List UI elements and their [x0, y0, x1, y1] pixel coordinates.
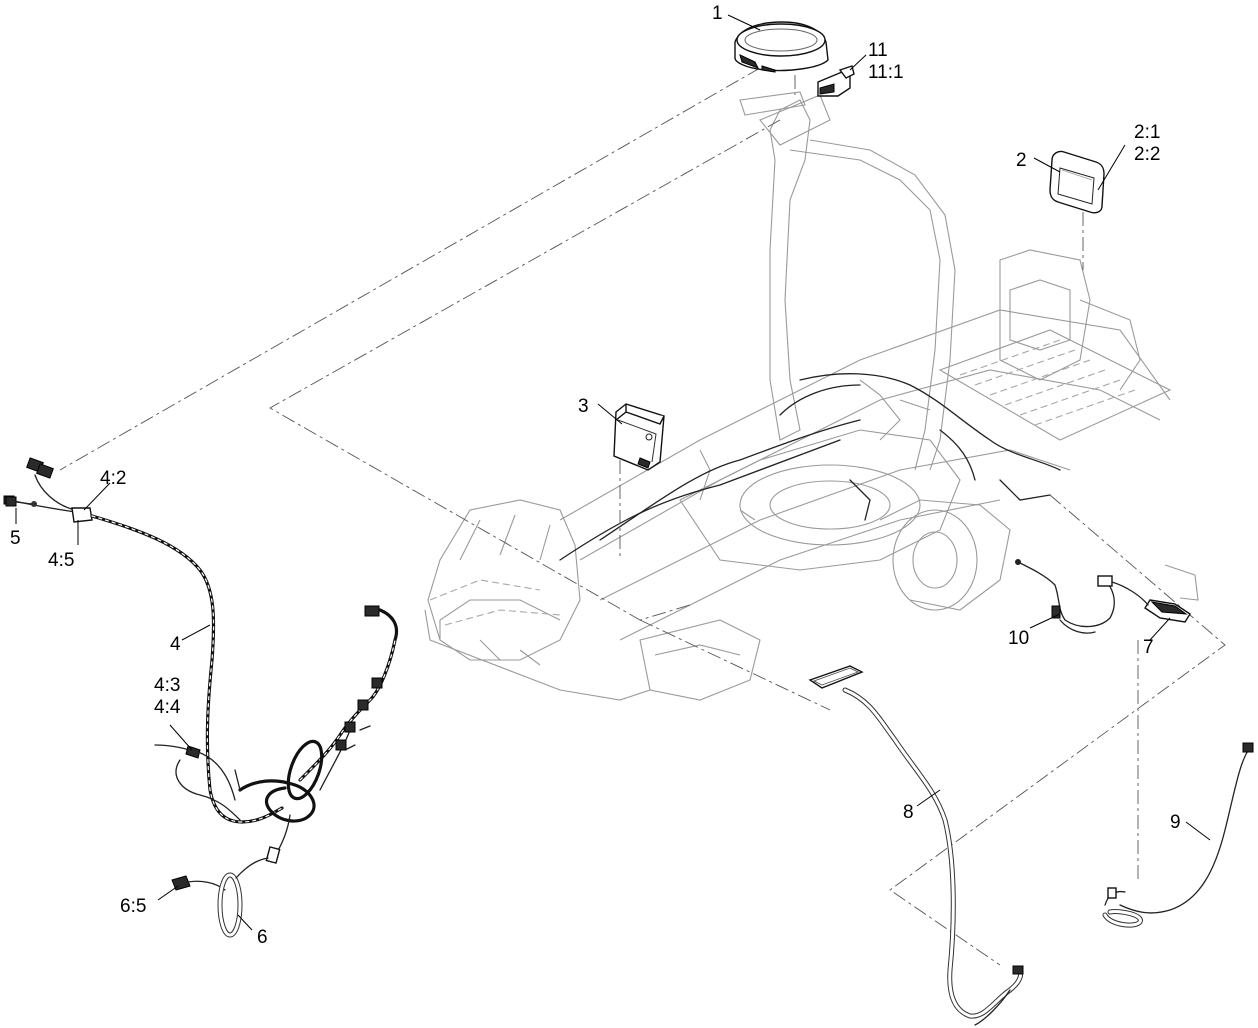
part-1-receiver-dome [734, 21, 829, 73]
callout-11-1: 11:1 [868, 62, 904, 83]
callout-2-2: 2:2 [1134, 144, 1160, 165]
part-3-control-module [613, 403, 665, 471]
part-7-sensor-block [1144, 564, 1199, 623]
assembly-guide-lines [59, 67, 1226, 966]
part-9-cable [1102, 742, 1254, 928]
callout-4-3: 4:3 [154, 675, 180, 696]
part-10-cable [1015, 559, 1149, 634]
callout-2-1: 2:1 [1134, 122, 1160, 143]
callout-4-5: 4:5 [48, 550, 74, 571]
callout-10: 10 [1008, 628, 1029, 649]
callout-7: 7 [1143, 637, 1154, 658]
callout-5: 5 [10, 528, 21, 549]
callout-1: 1 [712, 3, 723, 24]
part-6-coiled-harness [171, 857, 269, 938]
callout-6-5: 6:5 [120, 896, 146, 917]
callout-4: 4 [170, 634, 181, 655]
part-11-bracket [817, 65, 855, 97]
callout-6: 6 [257, 927, 268, 948]
part-8-antenna-cable [808, 665, 1024, 1026]
vehicle-frame [424, 91, 1172, 701]
callout-4-4: 4:4 [154, 697, 181, 718]
part-2-display [1049, 150, 1105, 214]
callout-3: 3 [578, 396, 589, 417]
part-5-connector [5, 496, 37, 507]
callout-labels: 1 11 11:1 2:1 2:2 2 3 4:2 5 4:5 4 4:3 4:… [10, 3, 1181, 948]
callout-11: 11 [868, 40, 888, 61]
frame-wiring [559, 373, 1061, 561]
leader-lines [15, 14, 1211, 931]
part-4-main-harness [3, 457, 399, 864]
callout-2: 2 [1016, 150, 1027, 171]
callout-8: 8 [903, 802, 914, 823]
callout-4-2: 4:2 [100, 468, 126, 489]
callout-9: 9 [1170, 812, 1181, 833]
